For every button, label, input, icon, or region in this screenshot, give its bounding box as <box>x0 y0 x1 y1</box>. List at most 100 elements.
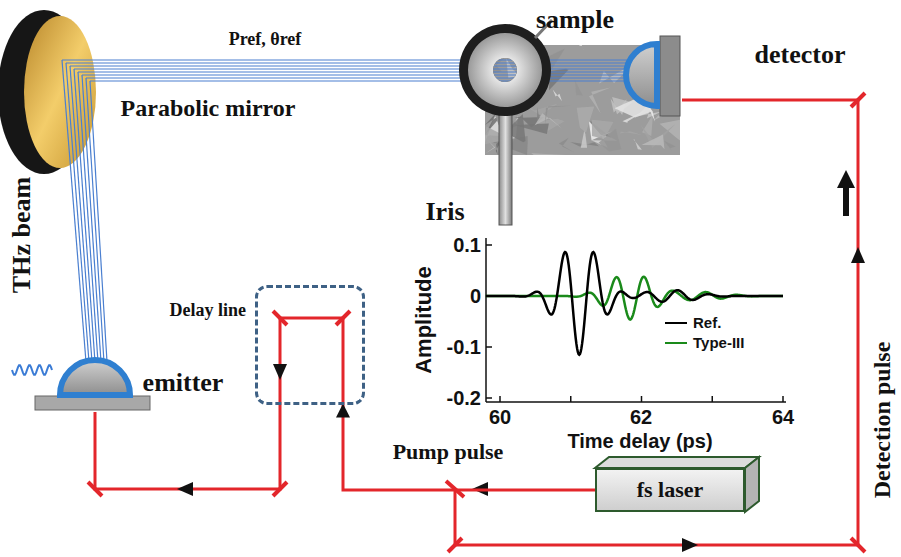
thz-rays <box>90 81 107 362</box>
sample-photo <box>545 106 571 125</box>
laser-beam <box>455 100 858 545</box>
thz-rays <box>86 78 104 362</box>
sample-photo <box>633 139 642 150</box>
thz-rays <box>86 77 640 78</box>
beam-arrowhead <box>177 247 865 552</box>
edge-label: Pump pulse <box>393 440 504 464</box>
iris-diaphragm <box>468 33 542 107</box>
beam-mirror <box>851 538 865 552</box>
laser-beam <box>88 93 865 552</box>
legend-line-sample <box>665 322 687 324</box>
beam-mirror <box>336 311 350 325</box>
thz-rays <box>90 80 640 81</box>
beam-arrowhead <box>682 538 698 552</box>
iris-diaphragm <box>499 112 512 225</box>
part-name: emitter <box>143 369 224 398</box>
legend-text: Type-III <box>693 334 744 351</box>
sample-photo <box>575 80 583 96</box>
sample-photo <box>531 153 565 155</box>
beam-name: THz beam <box>8 177 37 293</box>
part-name: detector <box>755 41 846 70</box>
sample-photo <box>559 138 574 152</box>
tick-label: -0.1 <box>447 336 481 358</box>
box-label: fs laser <box>637 477 704 503</box>
thz-rays <box>78 71 640 72</box>
laser-box: fs laser <box>595 468 745 512</box>
thz-rays <box>82 74 640 75</box>
parabolic-mirror <box>24 16 96 168</box>
sample-photo <box>642 134 665 149</box>
inset-chart <box>641 396 643 402</box>
direction-arrow <box>837 170 855 216</box>
axis-title: Amplitude <box>412 266 436 374</box>
beam-mirror <box>273 311 287 325</box>
part-name: sample <box>536 6 614 35</box>
inset-chart <box>486 244 492 246</box>
iris-diaphragm <box>459 20 552 225</box>
laser-housing <box>745 457 759 512</box>
inset-chart <box>485 238 487 402</box>
part-name: Iris <box>426 198 465 227</box>
tick-label: 0 <box>470 285 481 307</box>
sample-photo <box>664 141 676 151</box>
direction-arrow <box>843 186 849 216</box>
thz-rays <box>66 62 640 63</box>
legend-entry: Ref. <box>665 314 721 331</box>
legend-entry: Type-III <box>665 334 744 351</box>
beam-mirror <box>88 93 865 552</box>
detector-antenna <box>626 36 680 116</box>
detector-antenna <box>660 36 680 116</box>
sample-photo <box>567 45 586 56</box>
inset-chart <box>570 396 572 402</box>
beam-arrowhead <box>851 247 865 263</box>
sample-photo <box>553 90 562 102</box>
tick-label: -0.2 <box>447 387 481 409</box>
beam-connector <box>343 405 595 490</box>
ref-trace <box>486 252 783 355</box>
detector-antenna <box>626 44 657 106</box>
thz-rays <box>66 63 89 362</box>
thz-rays <box>74 68 640 69</box>
beam-parameters: Pref, θref <box>229 30 302 50</box>
box-label: Delay line <box>170 300 247 321</box>
emitter-antenna <box>12 365 52 375</box>
parabolic-mirror <box>0 10 96 174</box>
tick-label: 60 <box>489 406 511 428</box>
beam-mirror <box>851 93 865 107</box>
sample-photo <box>620 131 642 135</box>
part-name: Parabolic mirror <box>121 95 296 121</box>
emitter-antenna <box>60 360 130 395</box>
beam-mirror <box>88 482 102 496</box>
beam-mirror <box>273 482 287 496</box>
legend-text: Ref. <box>693 314 721 331</box>
emitter-antenna <box>35 396 150 410</box>
inset-chart <box>782 396 784 402</box>
inset-chart <box>712 396 714 402</box>
thz-rays <box>70 65 640 66</box>
tick-label: 62 <box>630 406 652 428</box>
tick-label: 64 <box>772 406 794 428</box>
beam-name: Detection pulse <box>869 342 895 499</box>
emitter-antenna <box>12 360 150 410</box>
thz-rays <box>62 60 86 362</box>
sample-photo <box>577 107 595 133</box>
inset-chart <box>486 346 492 348</box>
thz-rays <box>62 59 640 60</box>
delay-line-box: Delay line <box>255 285 365 405</box>
inset-chart <box>486 238 786 402</box>
thz-rays <box>62 60 640 362</box>
sample-photo <box>535 113 563 129</box>
laser-housing <box>595 457 759 512</box>
direction-arrow <box>837 170 855 188</box>
beam-arrowhead <box>177 482 193 496</box>
laser-housing <box>595 457 759 468</box>
legend-line-sample <box>665 342 687 344</box>
inset-chart <box>499 396 501 402</box>
sample-photo <box>581 131 587 148</box>
inset-chart <box>486 401 786 403</box>
beam-mirror <box>448 538 462 552</box>
